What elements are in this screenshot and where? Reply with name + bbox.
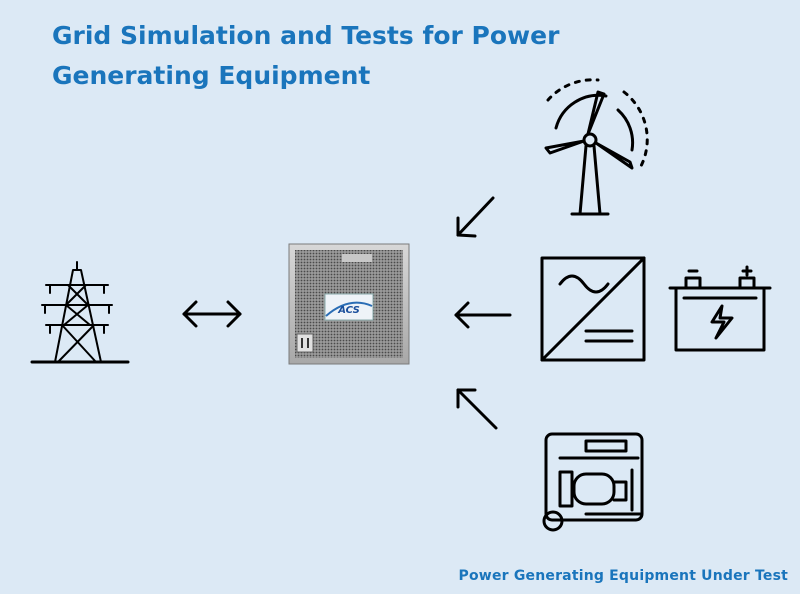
arrow-left-icon [454,301,512,329]
battery-icon [668,265,772,352]
device-logo-text: ACS [337,305,360,316]
arrow-down-left-icon [456,196,495,238]
acs-grid-simulator-device: ACS [288,243,410,365]
inverter-icon [540,256,646,362]
wind-turbine-icon [544,78,649,216]
generator-icon [542,432,644,532]
equipment-caption: Power Generating Equipment Under Test [458,568,788,584]
arrow-up-left-icon [456,388,498,430]
page-title: Grid Simulation and Tests for Power Gene… [52,21,560,90]
transmission-tower-icon [30,261,130,364]
bidirectional-arrow-icon [182,300,242,328]
